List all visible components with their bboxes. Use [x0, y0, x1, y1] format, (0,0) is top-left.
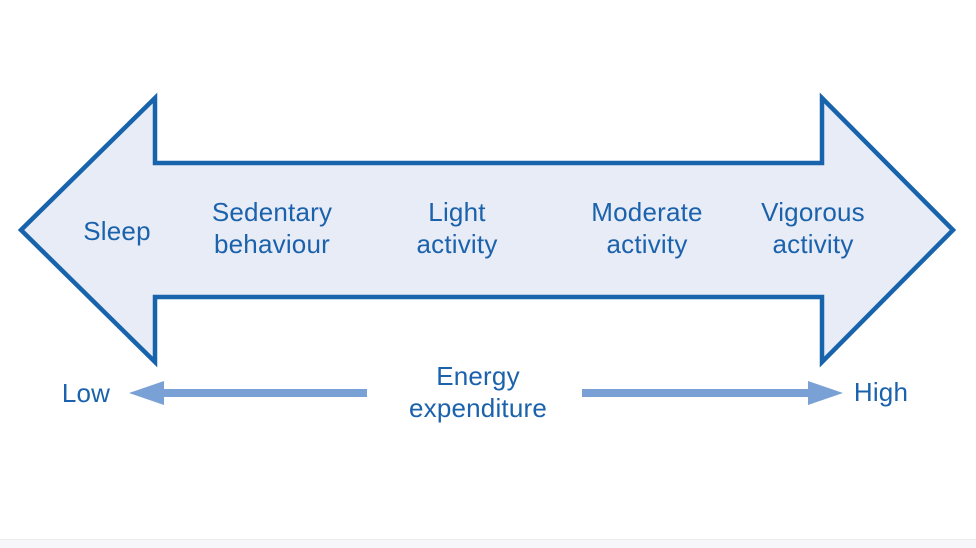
category-label-light-activity: Light activity: [416, 197, 498, 259]
right-arrow-icon: [582, 381, 843, 405]
double-arrow-shape: [17, 92, 957, 368]
axis-low-label: Low: [61, 378, 111, 408]
axis-title-energy-expenditure: Energy expenditure: [408, 361, 548, 423]
left-arrow-icon: [129, 381, 367, 405]
category-label-sleep: Sleep: [83, 216, 151, 246]
category-label-moderate-activity: Moderate activity: [591, 197, 703, 259]
footer-strip: [0, 539, 976, 548]
category-label-vigorous-activity: Vigorous activity: [761, 197, 865, 259]
axis-high-label: High: [853, 377, 909, 407]
category-label-sedentary-behaviour: Sedentary behaviour: [211, 197, 333, 259]
